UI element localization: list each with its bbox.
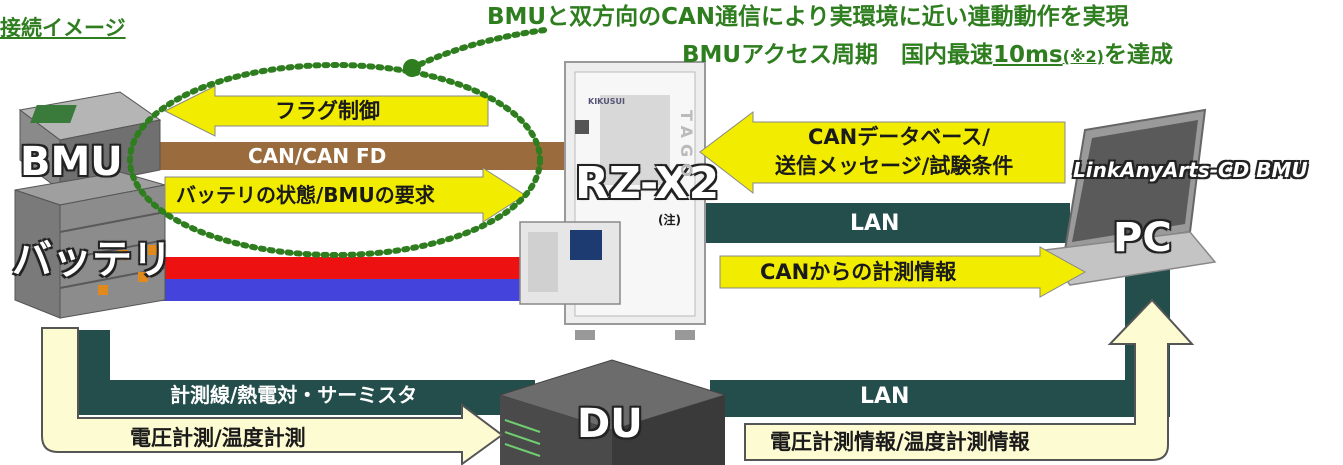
battery-state-arrow bbox=[164, 167, 526, 223]
can-line bbox=[140, 142, 585, 170]
voltage-temp-arrow bbox=[41, 327, 504, 465]
bmu-device bbox=[18, 91, 162, 191]
subheadline-suffix: を達成 bbox=[1103, 42, 1173, 68]
rz-brand-logo: KIKUSUI bbox=[588, 97, 625, 106]
du-label: DU bbox=[577, 401, 643, 447]
can-measure-arrow bbox=[719, 246, 1087, 298]
du-device bbox=[498, 359, 727, 465]
bmu-label: BMU bbox=[20, 139, 123, 185]
can-db-label-line1: CANデータベース/ bbox=[808, 125, 990, 149]
can-measure-label: CANからの計測情報 bbox=[760, 260, 957, 284]
pc-software-label: LinkAnyArts-CD BMU bbox=[1073, 158, 1308, 182]
rz-x2-note: (注) bbox=[658, 213, 681, 227]
battery-device bbox=[14, 171, 166, 319]
power-unit bbox=[519, 221, 621, 305]
laptop-pc bbox=[1043, 108, 1217, 286]
lan-top-label: LAN bbox=[850, 211, 900, 236]
subheadline: BMUアクセス周期 国内最速10ms(※2)を達成 bbox=[682, 44, 1173, 67]
headline: BMUと双方向のCAN通信により実環境に近い連動動作を実現 bbox=[487, 4, 1129, 30]
voltage-temp-label: 電圧計測/温度計測 bbox=[130, 426, 306, 450]
flag-control-label: フラグ制御 bbox=[275, 99, 380, 123]
pc-label: PC bbox=[1113, 215, 1172, 261]
lan-band-top bbox=[700, 203, 1070, 243]
can-line-label: CAN/CAN FD bbox=[248, 144, 387, 168]
page-title: 接続イメージ bbox=[0, 16, 126, 40]
battery-state-label: バッテリの状態/BMUの要求 bbox=[176, 183, 435, 207]
lan-band-bottom bbox=[710, 380, 1170, 417]
power-line-positive bbox=[140, 257, 530, 279]
subheadline-highlight: 10ms bbox=[992, 42, 1063, 68]
power-line-negative bbox=[140, 279, 530, 301]
callout-leader bbox=[409, 27, 548, 71]
voltage-temp-info-arrow bbox=[744, 298, 1195, 461]
flag-control-arrow bbox=[163, 85, 489, 137]
rz-vertical-logo: TAGO bbox=[677, 110, 696, 183]
can-db-label-line2: 送信メッセージ/試験条件 bbox=[775, 154, 1014, 178]
subheadline-note: (※2) bbox=[1062, 47, 1104, 66]
voltage-temp-info-label: 電圧計測情報/温度計測情報 bbox=[770, 430, 1030, 454]
lan-bottom-label: LAN bbox=[860, 384, 910, 409]
lan-band-loop bbox=[52, 330, 535, 415]
subheadline-prefix: BMUアクセス周期 国内最速 bbox=[682, 42, 993, 68]
callout-dot bbox=[403, 59, 421, 77]
battery-label: バッテリ bbox=[12, 237, 172, 283]
can-db-arrow bbox=[699, 110, 1066, 195]
rz-x2-label: RZ-X2 bbox=[575, 158, 720, 209]
bmu-communication-ellipse bbox=[127, 62, 543, 258]
measure-lines-label: 計測線/熱電対・サーミスタ bbox=[170, 383, 418, 407]
